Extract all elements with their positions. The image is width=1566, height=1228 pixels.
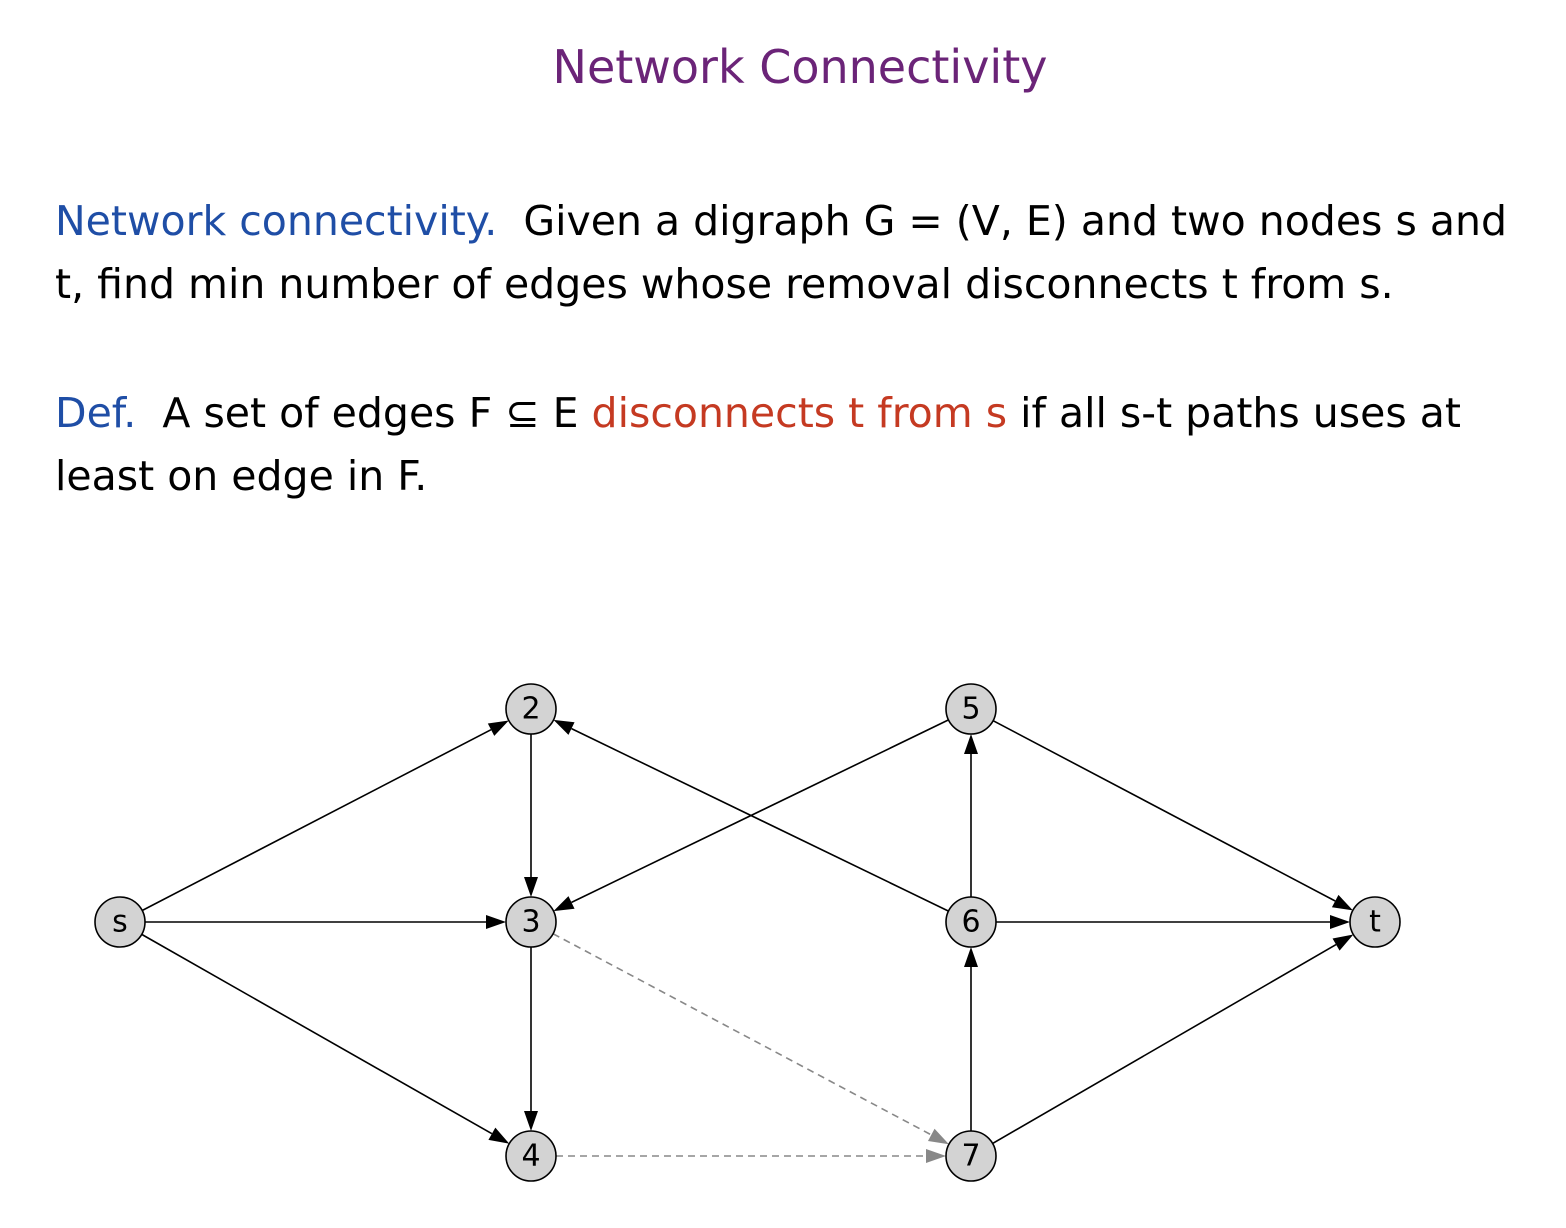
edge-s-to-3 <box>145 915 506 929</box>
node-label: 6 <box>961 905 980 940</box>
arrowhead-icon <box>1331 894 1353 911</box>
node-label: 4 <box>521 1139 540 1174</box>
node-label: t <box>1369 905 1381 940</box>
node-label: s <box>112 905 128 940</box>
node-4: 4 <box>505 1130 557 1182</box>
definition-network-connectivity: Network connectivity. Given a digraph G … <box>55 190 1535 316</box>
node-label: 2 <box>521 692 540 727</box>
node-circle <box>945 1130 997 1182</box>
arrowhead-icon <box>927 1128 949 1145</box>
edge-7-to-6 <box>964 947 978 1131</box>
edge-6-to-2 <box>553 719 949 912</box>
paragraph1-line2: t, find min number of edges whose remova… <box>55 260 1394 308</box>
edge-line <box>992 719 1336 902</box>
edge-7-to-t <box>992 934 1354 1145</box>
node-6: 6 <box>945 896 997 948</box>
arrowhead-icon <box>553 719 575 735</box>
edge-s-to-2 <box>141 720 509 912</box>
node-s: s <box>94 896 146 948</box>
node-label: 3 <box>521 905 540 940</box>
arrowhead-icon <box>964 947 978 967</box>
edge-6-to-5 <box>964 734 978 897</box>
edge-5-to-3 <box>553 719 949 912</box>
term-network-connectivity: Network connectivity. <box>55 197 498 245</box>
paragraph2-before: A set of edges F ⊆ E <box>162 389 579 437</box>
node-circle <box>505 896 557 948</box>
node-3: 3 <box>505 896 557 948</box>
edge-line <box>571 719 949 904</box>
edge-line <box>141 728 492 912</box>
arrowhead-icon <box>553 896 575 912</box>
edge-3-to-7 <box>552 933 949 1145</box>
node-7: 7 <box>945 1130 997 1182</box>
arrowhead-icon <box>488 1127 510 1144</box>
arrowhead-icon <box>926 1149 946 1163</box>
edge-line <box>571 727 949 912</box>
arrowhead-icon <box>1330 915 1350 929</box>
arrowhead-icon <box>524 1111 538 1131</box>
node-5: 5 <box>945 683 997 735</box>
edge-6-to-t <box>996 915 1350 929</box>
node-circle <box>505 1130 557 1182</box>
node-circle <box>945 896 997 948</box>
node-t: t <box>1349 896 1401 948</box>
node-label: 7 <box>961 1139 980 1174</box>
paragraph1-line1: Given a digraph G = (V, E) and two nodes… <box>523 197 1507 245</box>
edge-3-to-4 <box>524 947 538 1131</box>
term-def: Def. <box>55 389 137 437</box>
arrowhead-icon <box>1332 934 1354 951</box>
node-circle <box>505 683 557 735</box>
paragraph2-line2: least on edge in F. <box>55 452 428 500</box>
definition-disconnects: Def. A set of edges F ⊆ E disconnects t … <box>55 382 1535 508</box>
term-disconnects: disconnects t from s <box>591 389 1008 437</box>
edge-line <box>552 933 932 1136</box>
node-circle <box>94 896 146 948</box>
edge-line <box>992 943 1337 1145</box>
arrowhead-icon <box>487 720 509 736</box>
edge-line <box>141 933 493 1135</box>
edge-4-to-7 <box>556 1149 946 1163</box>
edges <box>141 719 1354 1163</box>
page-title: Network Connectivity <box>552 40 1048 94</box>
paragraph2-after: if all s-t paths uses at <box>1020 389 1461 437</box>
edge-s-to-4 <box>141 933 510 1144</box>
edge-2-to-3 <box>524 734 538 897</box>
nodes: s 2 3 4 5 6 7 t <box>94 683 1401 1182</box>
arrowhead-icon <box>524 877 538 897</box>
node-label: 5 <box>961 692 980 727</box>
node-circle <box>945 683 997 735</box>
arrowhead-icon <box>486 915 506 929</box>
arrowhead-icon <box>964 734 978 754</box>
node-2: 2 <box>505 683 557 735</box>
node-circle <box>1349 896 1401 948</box>
edge-5-to-t <box>992 719 1353 911</box>
